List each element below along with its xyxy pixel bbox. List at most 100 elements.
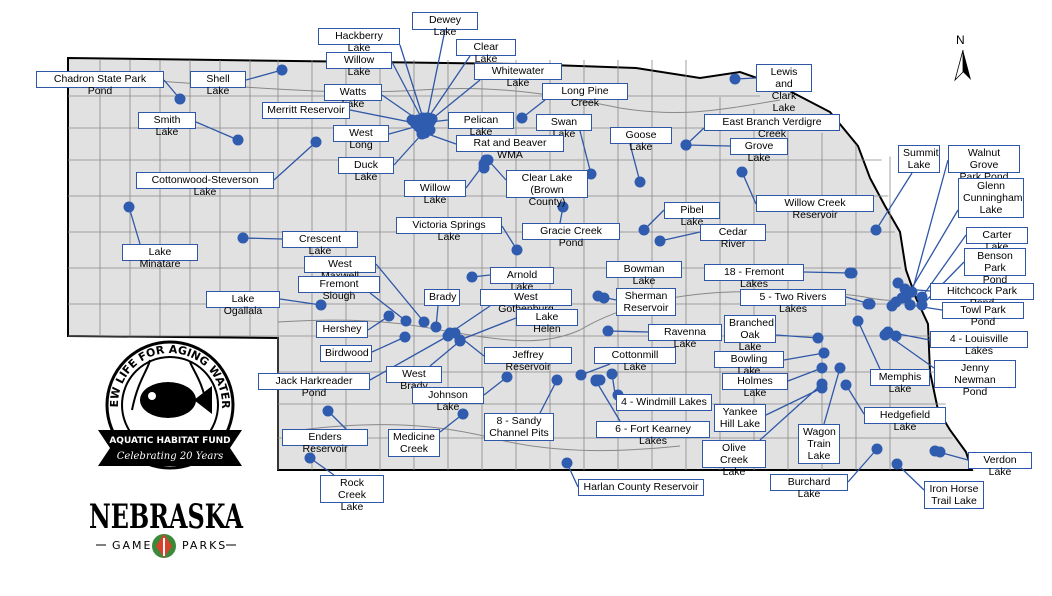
lake-point[interactable] [846,267,858,279]
leader-line [629,143,641,183]
label-fremont-lakes-18: 18 - Fremont Lakes [704,264,804,290]
lake-point-willow-creek-reservoir[interactable] [736,166,748,178]
label-hackberry-lake: Hackberry Lake [318,28,400,54]
lake-point-windmill-lakes[interactable] [606,368,618,380]
lake-point-shell-lake[interactable] [276,64,288,76]
label-branched-oak-lake: Branched Oak Lake [724,315,776,353]
lake-point-victoria-springs-lake[interactable] [511,244,523,256]
leader-line [579,130,592,175]
lake-point[interactable] [890,330,902,342]
label-burchard-lake: Burchard Lake [770,474,848,500]
lake-point-grove-lake[interactable] [680,139,692,151]
lake-point[interactable] [934,446,946,458]
lake-point-wagon-train-lake[interactable] [834,362,846,374]
lake-point-lake-ogallala[interactable] [315,299,327,311]
label-benson-park-pond: Benson Park Pond [964,248,1026,286]
lake-point[interactable] [886,300,898,312]
label-duck-lake: Duck Lake [338,157,394,183]
lake-point-long-pine-creek[interactable] [516,112,528,124]
lake-point-chadron-state-park-pond[interactable] [174,93,186,105]
lake-point-benson-park-pond[interactable] [916,299,928,311]
lake-point-branched-oak-lake[interactable] [812,332,824,344]
lake-point[interactable] [478,162,490,174]
lake-point-summit-lake[interactable] [870,224,882,236]
lake-point-west-brady[interactable] [454,335,466,347]
lake-point-towl-park-pond[interactable] [904,299,916,311]
leader-line [426,29,446,119]
lake-point-smith-lake[interactable] [232,134,244,146]
label-willow-creek-reservoir: Willow Creek Reservoir [756,195,874,221]
lake-point-sandy-channel-pits[interactable] [551,374,563,386]
lake-point-iron-horse-trail-lake[interactable] [891,458,903,470]
label-bowman-lake: Bowman Lake [606,261,682,287]
lake-point-lewis-and-clark-lake[interactable] [729,73,741,85]
lake-point[interactable] [594,374,606,386]
lake-point-bowling-lake[interactable] [818,347,830,359]
leader-line [659,231,701,242]
leader-line [607,330,649,333]
lake-point-jack-harkreader-pond[interactable] [442,330,454,342]
leader-line [911,159,949,293]
lake-point-cottonmill-lake[interactable] [575,369,587,381]
lake-point-brady[interactable] [430,321,442,333]
label-harlan-county-reservoir: Harlan County Reservoir [578,479,704,496]
leader-line [279,298,322,306]
leader-line [857,320,881,370]
lake-point-ravenna-lake[interactable] [602,325,614,337]
north-arrow-icon [954,49,971,82]
label-fremont-slough: Fremont Slough [298,276,380,302]
lake-point-cottonwood-steverson-lake[interactable] [310,136,322,148]
lake-point[interactable] [892,277,904,289]
label-bowling-lake: Bowling Lake [714,351,784,377]
label-fort-kearney-lakes: 6 - Fort Kearney Lakes [596,421,710,447]
leader-line [431,79,481,120]
lake-point-crescent-lake[interactable] [237,232,249,244]
lake-point-goose-lake[interactable] [634,176,646,188]
lake-point-lake-minatare[interactable] [123,201,135,213]
label-lake-helen: Lake Helen [516,309,578,335]
lake-point-pibel-lake[interactable] [638,224,650,236]
label-wagon-train-lake: Wagon Train Lake [798,424,840,464]
lake-point-hedgefield-lake[interactable] [840,379,852,391]
lake-point-harlan-county-reservoir[interactable] [561,457,573,469]
lake-point-carter-lake[interactable] [916,291,928,303]
label-victoria-springs-lake: Victoria Springs Lake [396,217,502,243]
lake-point-enders-reservoir[interactable] [322,405,334,417]
label-summit-lake: Summit Lake [898,145,940,173]
lake-point-holmes-lake[interactable] [816,362,828,374]
leader-line [741,171,757,205]
lake-point-johnson-lake[interactable] [501,371,513,383]
label-jenny-newman-pond: Jenny Newman Pond [934,360,1016,398]
lake-point-cedar-river[interactable] [654,235,666,247]
lake-point[interactable] [902,286,914,298]
label-yankee-hill-lake: Yankee Hill Lake [714,404,766,432]
label-sherman-reservoir: Sherman Reservoir [616,288,676,316]
label-gracie-creek-pond: Gracie Creek Pond [522,223,620,249]
lake-point[interactable] [862,298,874,310]
lake-point[interactable] [598,292,610,304]
label-johnson-lake: Johnson Lake [412,387,484,413]
lake-point-west-maxwell[interactable] [418,316,430,328]
lake-point-gracie-creek-pond[interactable] [557,201,569,213]
lake-point[interactable] [406,114,418,126]
lake-point-fremont-slough[interactable] [400,315,412,327]
lake-point-olive-creek-lake[interactable] [816,378,828,390]
lake-point-medicine-creek[interactable] [457,408,469,420]
leader-line [128,206,141,245]
leader-line [273,141,317,181]
leader-line [775,334,819,339]
lake-point-burchard-lake[interactable] [871,443,883,455]
lake-point-hershey[interactable] [383,310,395,322]
lake-point-rock-creek-lake[interactable] [304,452,316,464]
label-goose-lake: Goose Lake [610,127,672,153]
label-arnold-lake: Arnold Lake [490,267,554,293]
lake-point[interactable] [424,124,436,136]
label-windmill-lakes: 4 - Windmill Lakes [616,394,712,411]
lake-point-memphis-lake[interactable] [852,315,864,327]
lake-point-arnold-lake[interactable] [466,271,478,283]
leader-line [896,463,925,491]
leader-line [539,379,558,414]
lake-point-birdwood[interactable] [399,331,411,343]
lake-point[interactable] [879,329,891,341]
lake-point-swan-lake[interactable] [585,168,597,180]
